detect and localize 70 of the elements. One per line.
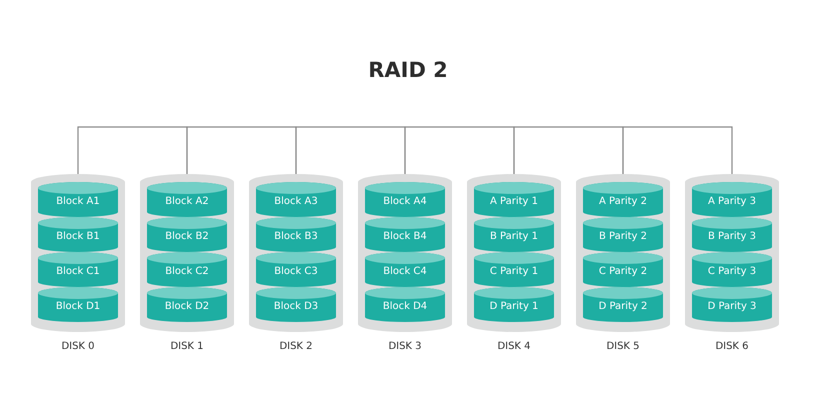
block-label: D Parity 2 bbox=[598, 301, 648, 312]
data-block bbox=[583, 182, 663, 217]
data-block bbox=[692, 252, 772, 287]
block-label: Block C4 bbox=[382, 266, 428, 277]
data-block bbox=[365, 217, 445, 252]
data-block bbox=[147, 287, 227, 322]
data-block bbox=[38, 252, 118, 287]
data-block bbox=[147, 182, 227, 217]
block-label: Block B4 bbox=[382, 231, 428, 242]
data-block bbox=[692, 217, 772, 252]
disk-label: DISK 4 bbox=[496, 341, 532, 352]
data-block bbox=[583, 217, 663, 252]
block-label: B Parity 1 bbox=[488, 231, 540, 242]
block-label: Block D2 bbox=[164, 301, 210, 312]
block-label: Block D1 bbox=[54, 301, 102, 312]
data-block bbox=[692, 182, 772, 217]
data-block bbox=[147, 217, 227, 252]
data-block bbox=[256, 182, 336, 217]
bus-line bbox=[295, 126, 406, 176]
data-block bbox=[365, 182, 445, 217]
data-block bbox=[256, 252, 336, 287]
data-block bbox=[583, 287, 663, 322]
block-label: Block D4 bbox=[382, 301, 428, 312]
block-label: Block B3 bbox=[273, 231, 319, 242]
disk-label: DISK 0 bbox=[60, 341, 96, 352]
bus-line bbox=[622, 126, 733, 176]
block-label: B Parity 3 bbox=[706, 231, 758, 242]
block-label: Block C1 bbox=[55, 266, 101, 277]
title: RAID 2 bbox=[367, 58, 449, 82]
data-block bbox=[474, 217, 554, 252]
block-label: C Parity 1 bbox=[488, 266, 540, 277]
disk-label: DISK 6 bbox=[714, 341, 750, 352]
disk-label: DISK 2 bbox=[278, 341, 314, 352]
disk-label: DISK 3 bbox=[387, 341, 423, 352]
block-label: D Parity 3 bbox=[706, 301, 758, 312]
data-block bbox=[256, 217, 336, 252]
block-label: Block B1 bbox=[55, 231, 101, 242]
disk-label: DISK 1 bbox=[169, 341, 205, 352]
block-label: Block A3 bbox=[273, 196, 319, 207]
data-block bbox=[147, 252, 227, 287]
block-label: B Parity 2 bbox=[598, 231, 648, 242]
data-block bbox=[692, 287, 772, 322]
block-label: Block B2 bbox=[164, 231, 210, 242]
block-label: C Parity 2 bbox=[598, 266, 648, 277]
bus-line bbox=[513, 126, 624, 176]
block-label: A Parity 3 bbox=[707, 196, 757, 207]
block-label: C Parity 3 bbox=[706, 266, 758, 277]
bus-line bbox=[77, 126, 188, 176]
block-label: Block A2 bbox=[164, 196, 210, 207]
data-block bbox=[474, 252, 554, 287]
block-label: Block D3 bbox=[272, 301, 320, 312]
block-label: Block C2 bbox=[164, 266, 210, 277]
block-label: D Parity 1 bbox=[488, 301, 540, 312]
bus-line bbox=[404, 126, 515, 176]
data-block bbox=[38, 287, 118, 322]
data-block bbox=[474, 182, 554, 217]
block-label: A Parity 1 bbox=[489, 196, 539, 207]
data-block bbox=[365, 287, 445, 322]
data-block bbox=[38, 182, 118, 217]
data-block bbox=[474, 287, 554, 322]
data-block bbox=[583, 252, 663, 287]
data-block bbox=[38, 217, 118, 252]
disk-label: DISK 5 bbox=[605, 341, 641, 352]
data-block bbox=[365, 252, 445, 287]
block-label: Block A4 bbox=[382, 196, 428, 207]
block-label: Block C3 bbox=[273, 266, 319, 277]
block-label: A Parity 2 bbox=[598, 196, 648, 207]
data-block bbox=[256, 287, 336, 322]
block-label: Block A1 bbox=[55, 196, 101, 207]
bus-line bbox=[186, 126, 297, 176]
